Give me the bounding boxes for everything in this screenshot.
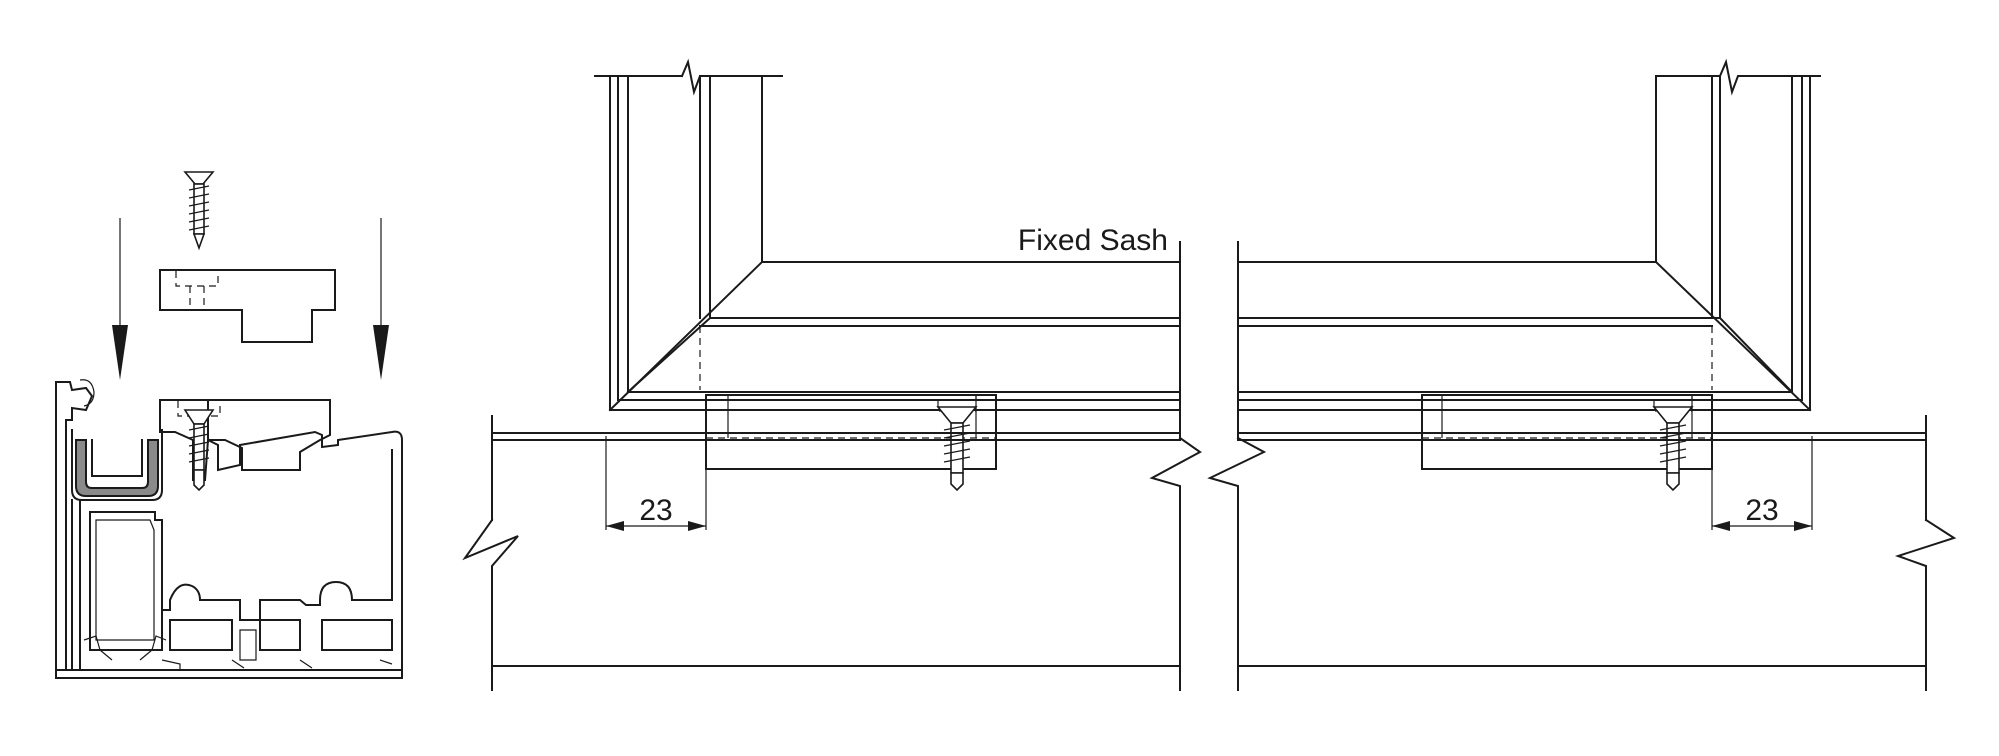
dimension-label-right: 23 bbox=[1745, 494, 1778, 527]
screw-left bbox=[936, 406, 978, 492]
detail-right: 23 bbox=[1207, 58, 1957, 691]
insert-arrow-right bbox=[373, 218, 389, 380]
insert-arrow-left bbox=[112, 218, 128, 380]
fixed-sash-label: Fixed Sash bbox=[1018, 224, 1168, 257]
fixed-sash-right bbox=[1237, 58, 1821, 439]
dimension-left: 23 bbox=[605, 436, 707, 531]
detail-left: 23 Fixed Sash bbox=[462, 58, 1202, 691]
screw-right bbox=[1652, 406, 1694, 492]
outer-frame-right bbox=[1207, 415, 1957, 691]
dimension-label-left: 23 bbox=[639, 494, 672, 527]
frame-profile-section bbox=[55, 379, 403, 679]
screw-loose bbox=[183, 171, 215, 251]
clip-loose bbox=[159, 269, 336, 343]
fixed-sash-left bbox=[594, 58, 1181, 439]
outer-frame-left bbox=[462, 415, 1202, 691]
exploded-assembly bbox=[55, 171, 403, 679]
dimension-right: 23 bbox=[1711, 436, 1813, 531]
